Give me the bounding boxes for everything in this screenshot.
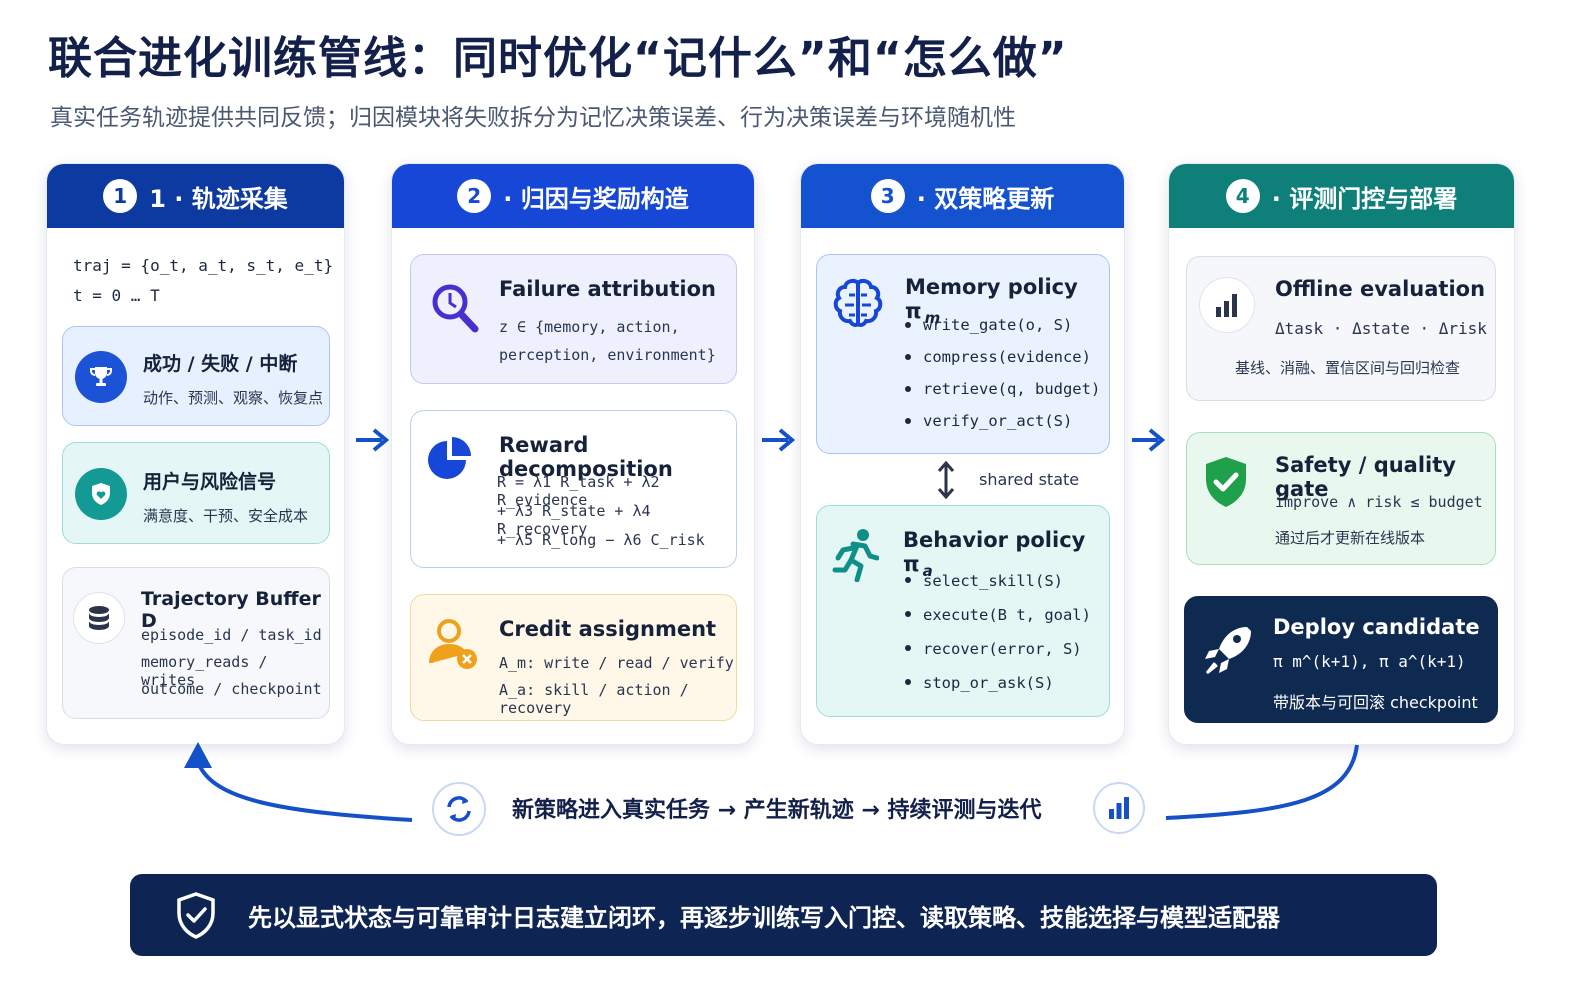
card-line: z ∈ {memory, action, — [499, 318, 680, 336]
card-line: perception, environment} — [499, 346, 716, 364]
step-number-badge: 2 — [457, 179, 492, 213]
card-line: memory_reads / writes — [141, 653, 268, 689]
card-line: improve ∧ risk ≤ budget — [1275, 493, 1483, 511]
column-attribution-reward: 2 · 归因与奖励构造 Failure attribution z ∈ {mem… — [391, 163, 755, 745]
feedback-loop-caption: 新策略进入真实任务 → 产生新轨迹 → 持续评测与迭代 — [512, 798, 1042, 823]
card-line: outcome / checkpoint — [141, 680, 322, 698]
behavior-policy-actions: select_skill(S) execute(B t, goal) recov… — [905, 564, 1091, 700]
shield-check-icon — [174, 891, 218, 939]
card-title: Trajectory Buffer D — [141, 588, 321, 632]
brain-icon — [831, 277, 885, 335]
list-item: retrieve(q, budget) — [905, 373, 1100, 405]
column-title: · 归因与奖励构造 — [503, 184, 689, 213]
footer-banner: 先以显式状态与可靠审计日志建立闭环，再逐步训练写入门控、读取策略、技能选择与模型… — [130, 874, 1437, 956]
memory-policy-subscript: m — [924, 309, 941, 328]
rocket-icon — [1203, 623, 1253, 681]
card-subtitle: 动作、预测、观察、恢复点 — [143, 389, 324, 407]
card-line: A_m: write / read / verify — [499, 654, 734, 672]
card-line: 带版本与可回滚 checkpoint — [1273, 693, 1478, 712]
double-arrow-icon — [937, 460, 955, 500]
safety-gate-card: Safety / quality gate improve ∧ risk ≤ b… — [1186, 432, 1496, 565]
memory-policy-title: Memory policy π — [905, 275, 1078, 323]
shared-state-label: shared state — [979, 470, 1080, 489]
deploy-candidate-card: Deploy candidate π m^(k+1), π a^(k+1) 带版… — [1184, 596, 1498, 723]
list-item: compress(evidence) — [905, 341, 1100, 373]
trajectory-formula: traj = {o_t, a_t, s_t, e_t} — [73, 256, 334, 275]
pie-chart-icon — [425, 435, 475, 489]
bar-chart-icon — [1199, 277, 1255, 333]
column-title: 1 · 轨迹采集 — [149, 184, 288, 213]
column-trajectory-collection: 1 1 · 轨迹采集 traj = {o_t, a_t, s_t, e_t} t… — [46, 163, 345, 745]
list-item: verify_or_act(S) — [905, 405, 1100, 437]
card-line: + λ3 R_state + λ4 R_recovery — [497, 502, 651, 538]
failure-attribution-card: Failure attribution z ∈ {memory, action,… — [410, 254, 737, 384]
behavior-policy-subscript: a — [922, 562, 933, 581]
step-number-badge: 4 — [1225, 179, 1260, 213]
trophy-icon — [75, 351, 127, 403]
list-item: stop_or_ask(S) — [905, 666, 1091, 700]
page-subtitle: 真实任务轨迹提供共同反馈；归因模块将失败拆分为记忆决策误差、行为决策误差与环境随… — [50, 105, 1016, 131]
trajectory-buffer-card: Trajectory Buffer D episode_id / task_id… — [62, 567, 330, 719]
column-header: 3 · 双策略更新 — [801, 164, 1124, 228]
time-range-formula: t = 0 … T — [73, 286, 160, 305]
card-title: Credit assignment — [499, 617, 717, 641]
runner-icon — [831, 528, 880, 586]
page-title: 联合进化训练管线：同时优化“记什么”和“怎么做” — [48, 33, 1068, 84]
outcome-card: 成功 / 失败 / 中断 动作、预测、观察、恢复点 — [62, 326, 330, 426]
offline-evaluation-card: Offline evaluation Δtask · Δstate · Δris… — [1186, 256, 1496, 401]
footer-text: 先以显式状态与可靠审计日志建立闭环，再逐步训练写入门控、读取策略、技能选择与模型… — [248, 903, 1280, 932]
step-number-badge: 1 — [103, 179, 138, 213]
credit-assignment-card: Credit assignment A_m: write / read / ve… — [410, 594, 737, 721]
bar-chart-icon — [1093, 782, 1145, 834]
card-title: 成功 / 失败 / 中断 — [143, 353, 298, 375]
flow-arrow-right-icon — [356, 428, 390, 452]
card-subtitle: 满意度、干预、安全成本 — [143, 507, 309, 525]
refresh-cycle-icon — [432, 782, 486, 836]
list-item: select_skill(S) — [905, 564, 1091, 598]
column-title: · 双策略更新 — [916, 184, 1055, 213]
step-number-badge: 3 — [870, 179, 905, 213]
list-item: execute(B t, goal) — [905, 598, 1091, 632]
card-title: 用户与风险信号 — [143, 471, 277, 493]
reward-decomposition-card: Reward decomposition R = λ1 R_task + λ2 … — [410, 410, 737, 568]
card-title: Safety / quality gate — [1275, 453, 1456, 501]
card-line: episode_id / task_id — [141, 626, 322, 644]
user-risk-card: 用户与风险信号 满意度、干预、安全成本 — [62, 442, 330, 544]
card-line: Δtask · Δstate · Δrisk — [1275, 319, 1487, 338]
flow-arrow-right-icon — [762, 428, 796, 452]
behavior-policy-title: Behavior policy π — [903, 528, 1086, 576]
card-title: Deploy candidate — [1273, 615, 1480, 639]
user-gear-icon — [427, 617, 479, 675]
card-line: 通过后才更新在线版本 — [1275, 529, 1426, 547]
card-line: A_a: skill / action / recovery — [499, 681, 689, 717]
card-line: R = λ1 R_task + λ2 R_evidence — [497, 473, 660, 509]
card-line: + λ5 R_long − λ6 C_risk — [497, 531, 705, 549]
card-title: Failure attribution — [499, 277, 716, 301]
column-header: 4 · 评测门控与部署 — [1169, 164, 1514, 228]
flow-arrow-right-icon — [1132, 428, 1166, 452]
memory-policy-actions: write_gate(o, S) compress(evidence) retr… — [905, 309, 1100, 437]
column-header: 1 1 · 轨迹采集 — [47, 164, 344, 228]
shield-check-icon — [1203, 455, 1249, 513]
card-title: Reward decomposition — [499, 433, 673, 481]
card-title: Offline evaluation — [1275, 277, 1486, 301]
list-item: recover(error, S) — [905, 632, 1091, 666]
list-item: write_gate(o, S) — [905, 309, 1100, 341]
shield-heart-icon — [75, 468, 127, 520]
card-line: 基线、消融、置信区间与回归检查 — [1235, 359, 1461, 377]
card-line: π m^(k+1), π a^(k+1) — [1273, 652, 1466, 671]
column-evaluation-deployment: 4 · 评测门控与部署 Offline evaluation Δtask · Δ… — [1168, 163, 1515, 745]
column-title: · 评测门控与部署 — [1271, 184, 1458, 213]
magnifier-icon — [429, 281, 481, 341]
database-icon — [73, 592, 125, 644]
column-header: 2 · 归因与奖励构造 — [392, 164, 754, 228]
